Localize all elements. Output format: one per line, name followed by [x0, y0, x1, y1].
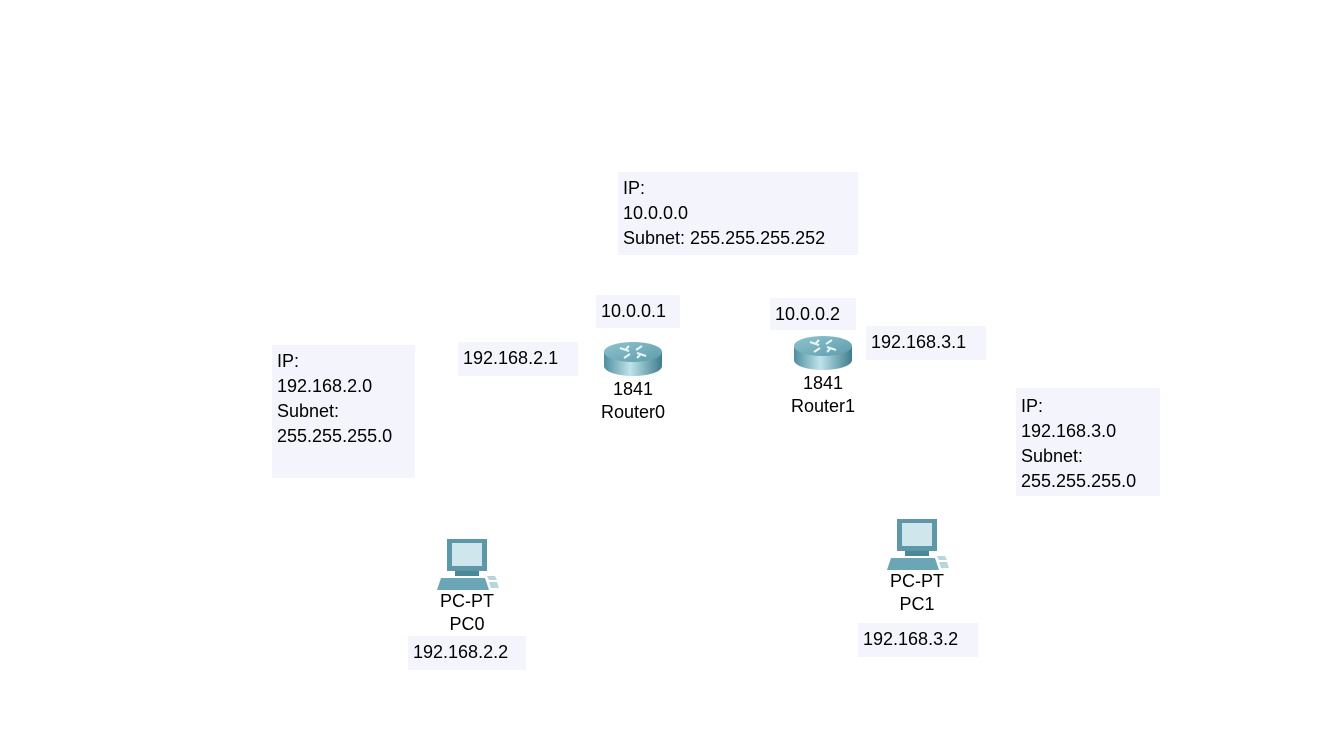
pc1-ip-note: 192.168.3.2	[858, 623, 978, 657]
note-ip: 10.0.0.0	[623, 203, 689, 223]
device-model: 1841	[612, 379, 654, 399]
wan-network-note: IP: 10.0.0.0 Subnet: 255.255.255.252	[618, 172, 858, 255]
router1-lan-ip-note: 192.168.3.1	[866, 326, 986, 360]
note-ip-label: IP:	[623, 178, 646, 198]
router0-lan-ip-note: 192.168.2.1	[458, 342, 578, 376]
note-subnet-label: Subnet:	[1021, 446, 1084, 466]
note-ip-label: IP:	[277, 351, 300, 371]
note-subnet: 255.255.255.0	[277, 426, 393, 446]
note-ip: 192.168.3.0	[1021, 421, 1117, 441]
router-icon	[603, 341, 663, 377]
device-name: Router1	[790, 396, 856, 416]
lan0-network-note: IP: 192.168.2.0 Subnet: 255.255.255.0	[272, 345, 415, 478]
pc0-ip-note: 192.168.2.2	[408, 636, 526, 670]
note-subnet-label: Subnet:	[277, 401, 340, 421]
device-name: PC0	[449, 614, 485, 634]
note-subnet: Subnet: 255.255.255.252	[623, 228, 826, 248]
note-ip: 192.168.2.0	[277, 376, 373, 396]
pc0-device[interactable]: PC-PT PC0	[417, 538, 517, 636]
device-model: PC-PT	[890, 571, 944, 591]
router1-wan-ip-note: 10.0.0.2	[770, 298, 856, 330]
lan1-network-note: IP: 192.168.3.0 Subnet: 255.255.255.0	[1016, 388, 1160, 496]
device-name: PC1	[899, 594, 935, 614]
pc-icon	[887, 519, 949, 570]
pc1-device[interactable]: PC-PT PC1	[867, 518, 967, 616]
router0-device[interactable]: 1841 Router0	[583, 338, 683, 424]
device-model: 1841	[802, 373, 844, 393]
pc-icon	[437, 539, 499, 590]
device-name: Router0	[600, 402, 666, 422]
router1-device[interactable]: 1841 Router1	[773, 332, 873, 418]
router0-wan-ip-note: 10.0.0.1	[596, 295, 680, 328]
router-icon	[793, 335, 853, 371]
note-subnet: 255.255.255.0	[1021, 471, 1137, 491]
device-model: PC-PT	[440, 591, 494, 611]
note-ip-label: IP:	[1021, 396, 1044, 416]
